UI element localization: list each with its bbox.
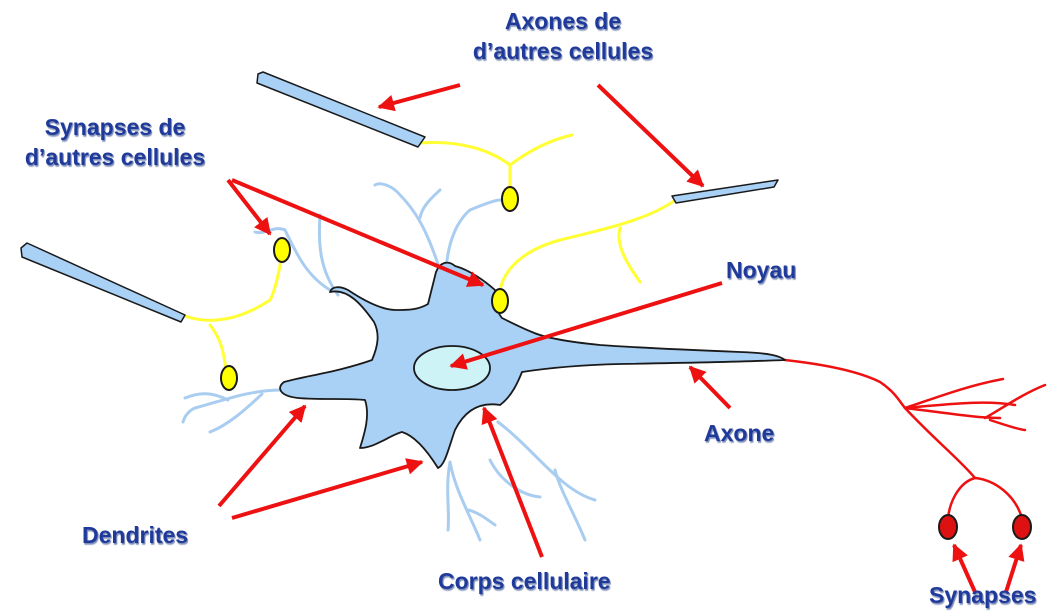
pointer-arrows	[219, 85, 1021, 592]
label-axones-autres-line2: d’autres cellules	[452, 36, 674, 66]
label-noyau: Noyau	[726, 255, 796, 285]
label-synapses-text: Synapses	[929, 580, 1036, 610]
foreign-axon-right	[672, 180, 778, 203]
arrow-to-right-axon	[598, 85, 703, 186]
axon-branches	[785, 360, 1045, 518]
label-dendrites: Dendrites	[82, 520, 188, 550]
label-synapses-autres: Synapses de d’autres cellules	[4, 112, 226, 172]
label-axone-text: Axone	[704, 418, 774, 448]
label-synapses-autres-line2: d’autres cellules	[4, 142, 226, 172]
own-synapse	[1013, 515, 1031, 539]
arrow-to-dendrite-bottom	[232, 462, 422, 518]
foreign-axon-left	[21, 243, 185, 322]
foreign-synapse	[274, 238, 290, 262]
nucleus	[414, 346, 490, 390]
label-corps-cellulaire-text: Corps cellulaire	[438, 566, 611, 596]
arrow-to-top-axon	[379, 85, 460, 107]
label-axone: Axone	[704, 418, 774, 448]
foreign-axon-top	[257, 72, 425, 147]
label-corps-cellulaire: Corps cellulaire	[438, 566, 611, 596]
arrow-to-axon	[690, 367, 730, 408]
foreign-synapse	[221, 366, 237, 390]
own-synapse	[939, 515, 957, 539]
arrow-to-cell-body	[484, 408, 542, 557]
foreign-synapse	[502, 187, 518, 211]
own-synapses	[939, 515, 1031, 539]
foreign-synapse	[492, 289, 508, 313]
label-synapses-autres-line1: Synapses de	[4, 112, 226, 142]
label-axones-autres-line1: Axones de	[452, 6, 674, 36]
label-axones-autres: Axones de d’autres cellules	[452, 6, 674, 66]
label-noyau-text: Noyau	[726, 255, 796, 285]
foreign-axons	[21, 72, 778, 322]
label-synapses: Synapses	[929, 580, 1036, 610]
label-dendrites-text: Dendrites	[82, 520, 188, 550]
